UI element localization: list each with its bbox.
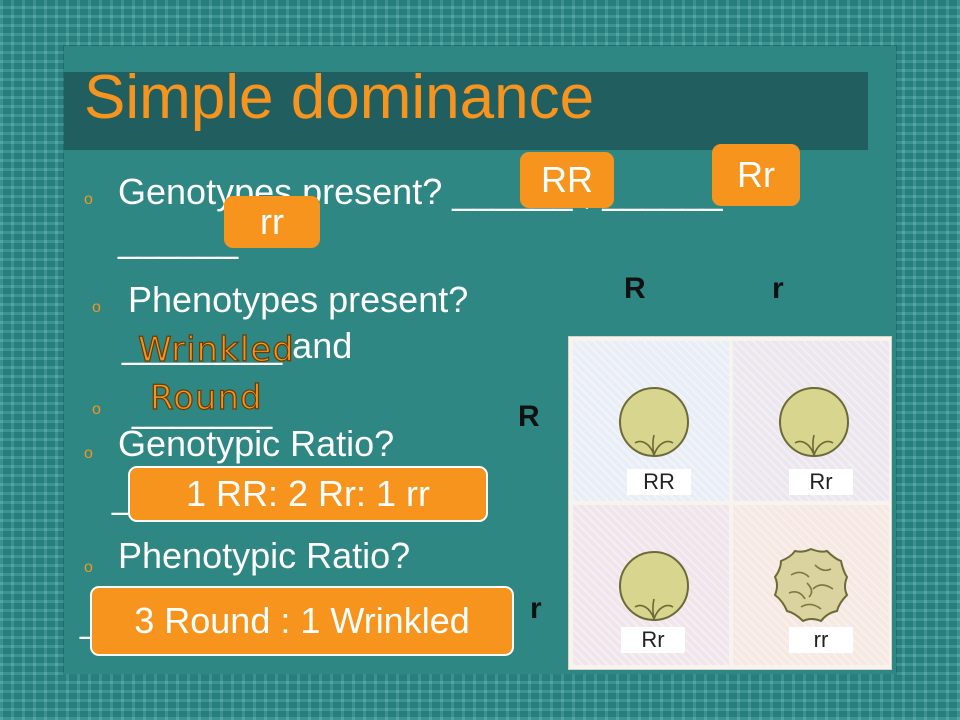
genotypic-ratio-blank: _: [112, 475, 133, 516]
round-pea-icon: [619, 551, 689, 621]
answer-phenotypic-ratio: 3 Round : 1 Wrinkled: [90, 586, 514, 656]
answer-genotype-heterozygous: Rr: [712, 144, 800, 206]
answer-genotypic-ratio: 1 RR: 2 Rr: 1 rr: [128, 466, 488, 522]
genotype-label: Rr: [621, 627, 685, 653]
genotypes-blank: ______: [118, 219, 239, 260]
bullet-icon: o: [92, 299, 101, 316]
punnett-cell: rr: [733, 505, 889, 665]
punnett-row-header: r: [530, 592, 542, 625]
answer-genotype-recessive: rr: [224, 196, 320, 248]
punnett-col-header: r: [772, 272, 784, 305]
answer-genotype-rr-dominant: RR: [520, 152, 614, 208]
punnett-row-header: R: [518, 400, 540, 433]
phenotypes-question: Phenotypes present?: [128, 279, 469, 320]
phenotypes-blank: _______: [132, 389, 273, 430]
phenotypes-blank-and: ________ and: [122, 325, 353, 366]
genotype-label: rr: [789, 627, 853, 653]
genotype-label: RR: [627, 469, 691, 495]
answer-phenotype-wrinkled: Wrinkled: [137, 329, 295, 370]
round-pea-icon: [779, 387, 849, 457]
punnett-square: RR Rr Rr rr: [568, 336, 892, 670]
bullet-icon: o: [84, 191, 93, 208]
slide-title: Simple dominance: [84, 63, 595, 132]
punnett-cell: Rr: [733, 341, 889, 501]
answer-phenotype-round: Round: [149, 377, 263, 418]
punnett-cell: Rr: [573, 505, 729, 665]
genotype-label: Rr: [789, 469, 853, 495]
punnett-col-header: R: [624, 272, 646, 305]
genotypic-ratio-question: Genotypic Ratio?: [118, 423, 395, 464]
genotypes-question: Genotypes present? ______ , ______ and: [118, 171, 793, 212]
bullet-icon: o: [84, 445, 93, 462]
punnett-cell: RR: [573, 341, 729, 501]
title-bar: [64, 72, 868, 150]
bullet-icon: o: [92, 401, 101, 418]
round-pea-icon: [619, 387, 689, 457]
wrinkled-pea-icon: [773, 547, 849, 623]
phenotypic-ratio-question: Phenotypic Ratio?: [118, 535, 411, 576]
bullet-icon: o: [84, 559, 93, 576]
